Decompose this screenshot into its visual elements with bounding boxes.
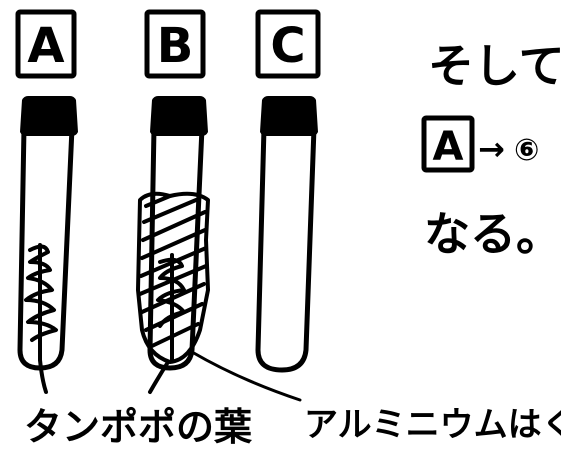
tube-b-dandelion-leaf [156, 253, 186, 362]
arrow-icon: → [478, 130, 505, 168]
tube-c-glass [255, 127, 317, 373]
tube-c-stopper [260, 96, 318, 136]
leader-line-foil [190, 350, 302, 402]
tube-b-glass [147, 127, 205, 371]
note-line-3: なる。た [424, 207, 561, 261]
test-tube-c [255, 96, 318, 373]
aluminum-foil-label: アルミニウムはく [304, 405, 561, 445]
tube-a-stopper [20, 96, 78, 136]
tube-b-stopper [150, 96, 208, 136]
test-tube-a [17, 96, 78, 371]
leader-line-leaf-a [38, 358, 48, 394]
tube-b-label-box: B [144, 9, 206, 79]
tube-b-label: B [157, 18, 194, 74]
dandelion-leaf-label: タンポポの葉 [24, 405, 253, 449]
tube-c-label: C [270, 18, 305, 74]
test-tube-b [136, 96, 210, 371]
circled-number: ⑥ [514, 133, 539, 168]
note-line-2: A → ⑥ [421, 115, 539, 173]
tube-c-label-box: C [255, 9, 321, 79]
leader-line-leaf-b [148, 360, 170, 394]
note-line-1: そして、 [428, 39, 561, 93]
tube-a-label-box: A [15, 9, 77, 79]
note-box-label: A [433, 124, 464, 170]
tube-a-dandelion-leaf [24, 243, 58, 362]
tube-a-label: A [27, 18, 64, 74]
